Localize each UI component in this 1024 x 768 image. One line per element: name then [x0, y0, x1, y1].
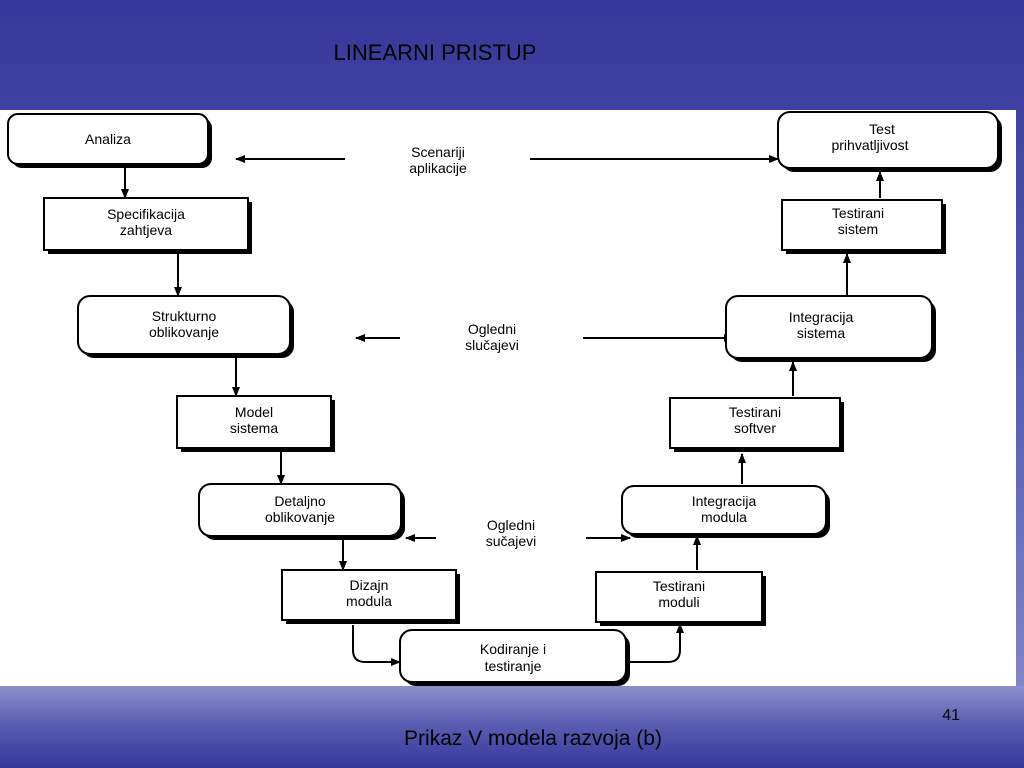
node-integracija-modula-line2: modula	[701, 509, 747, 525]
label-scenariji-line2: aplikacije	[409, 160, 467, 176]
node-specifikacija-line1: Specifikacija	[107, 206, 185, 222]
node-strukturno-line2: oblikovanje	[149, 324, 219, 340]
node-integracija-sistema: Integracija sistema	[725, 295, 936, 362]
node-analiza-line1: Analiza	[85, 131, 131, 147]
node-testirani-sistem-line2: sistem	[838, 221, 878, 237]
node-testirani-sistem: Testirani sistem	[781, 199, 946, 254]
node-model: Model sistema	[176, 395, 335, 452]
node-kodiranje: Kodiranje i testiranje	[399, 629, 630, 686]
node-strukturno: Strukturno oblikovanje	[77, 295, 294, 358]
node-detaljno: Detaljno oblikovanje	[198, 483, 405, 540]
node-testirani-softver: Testirani softver	[669, 397, 844, 452]
label-ogledni-1-line2: slučajevi	[465, 337, 519, 353]
node-detaljno-line1: Detaljno	[274, 493, 326, 509]
node-analiza: Analiza	[7, 113, 212, 168]
diagram-canvas: Analiza Specifikacija zahtjeva Strukturn…	[0, 110, 1016, 686]
node-specifikacija-line2: zahtjeva	[120, 222, 172, 238]
node-model-line2: sistema	[230, 420, 278, 436]
node-integracija-modula-line1: Integracija	[692, 493, 757, 509]
slide-footer-band	[0, 686, 1024, 768]
node-test-prihvatljivost: Test prihvatljivost	[777, 111, 1002, 172]
label-ogledni-1: Ogledni slučajevi	[465, 321, 519, 353]
label-scenariji: Scenariji aplikacije	[409, 144, 467, 176]
node-dizajn: Dizajn modula	[281, 569, 460, 624]
node-detaljno-line2: oblikovanje	[265, 509, 335, 525]
node-testirani-moduli: Testirani moduli	[595, 571, 766, 626]
node-testirani-softver-line1: Testirani	[729, 404, 781, 420]
label-scenariji-line1: Scenariji	[411, 144, 465, 160]
node-testirani-moduli-line2: moduli	[658, 594, 699, 610]
node-test-prihvatljivost-line1: Test	[869, 121, 895, 137]
node-kodiranje-line1: Kodiranje i	[480, 641, 546, 657]
arrow-kodiranje-to-testirani-moduli	[628, 623, 684, 663]
slide-title: LINEARNI PRISTUP	[333, 40, 537, 65]
node-dizajn-line1: Dizajn	[350, 577, 389, 593]
node-test-prihvatljivost-line2: prihvatljivost	[831, 137, 908, 153]
slide-caption: Prikaz V modela razvoja (b)	[404, 727, 662, 750]
node-specifikacija: Specifikacija zahtjeva	[43, 197, 252, 254]
node-integracija-modula: Integracija modula	[621, 485, 830, 538]
node-dizajn-line2: modula	[346, 593, 392, 609]
arrow-dizajn-to-kodiranje	[352, 625, 401, 666]
node-integracija-sistema-line1: Integracija	[789, 309, 854, 325]
label-ogledni-1-line1: Ogledni	[468, 321, 516, 337]
node-kodiranje-line2: testiranje	[485, 658, 542, 674]
node-testirani-moduli-line1: Testirani	[653, 578, 705, 594]
connectors	[121, 155, 884, 666]
node-integracija-sistema-line2: sistema	[797, 325, 845, 341]
node-model-line1: Model	[235, 404, 273, 420]
label-ogledni-2-line1: Ogledni	[487, 517, 535, 533]
page-number: 41	[942, 707, 960, 724]
node-strukturno-line1: Strukturno	[152, 308, 217, 324]
label-ogledni-2: Ogledni sučajevi	[486, 517, 537, 549]
node-testirani-sistem-line1: Testirani	[832, 205, 884, 221]
label-ogledni-2-line2: sučajevi	[486, 533, 537, 549]
v-model-diagram: Analiza Specifikacija zahtjeva Strukturn…	[7, 111, 1002, 686]
node-testirani-softver-line2: softver	[734, 420, 776, 436]
